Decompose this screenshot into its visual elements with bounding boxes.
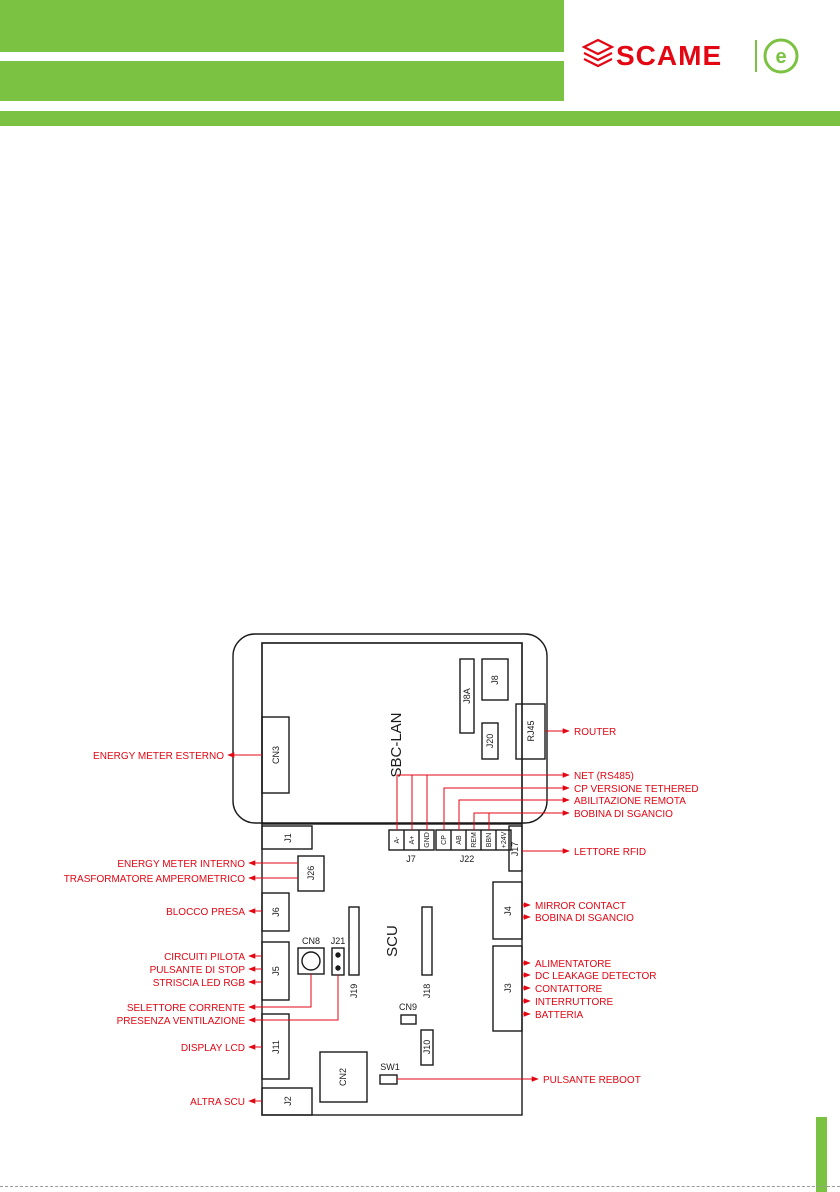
j17-connector	[508, 825, 523, 872]
j4-connector	[492, 881, 523, 940]
label-energy-meter-esterno: ENERGY METER ESTERNO	[93, 751, 224, 762]
j6-label: J6	[271, 907, 281, 917]
j22-pin-24v: +24V	[501, 831, 508, 848]
label-mirror-contact: MIRROR CONTACT	[535, 901, 626, 912]
label-altra-scu: ALTRA SCU	[190, 1097, 245, 1108]
annotation-leaders	[227, 728, 570, 1104]
cn2-connector	[319, 1051, 368, 1103]
j3-label: J3	[503, 983, 513, 993]
label-display-lcd: DISPLAY LCD	[181, 1043, 245, 1054]
j8-label: J8	[490, 675, 500, 685]
label-pulsante-reboot: PULSANTE REBOOT	[543, 1075, 641, 1086]
j19-connector	[348, 906, 360, 976]
bottom-cut-line	[0, 1186, 840, 1187]
j18-label: J18	[422, 984, 432, 999]
header-band-top	[0, 0, 564, 52]
j8a-connector	[459, 658, 475, 734]
j7-pin-gnd: GND	[424, 832, 431, 848]
label-batteria: BATTERIA	[535, 1010, 583, 1021]
j7-pin-a-minus: A-	[394, 836, 401, 844]
j21-jumper	[331, 947, 345, 976]
cn8-label: CN8	[302, 936, 320, 946]
j6-connector	[261, 892, 290, 932]
header-band-middle	[0, 61, 564, 101]
j18-connector	[421, 906, 433, 976]
label-contattore: CONTATTORE	[535, 984, 603, 995]
label-bobina-sgancio-2: BOBINA DI SGANCIO	[535, 913, 634, 924]
j10-connector	[420, 1029, 434, 1066]
e-mobility-icon	[763, 38, 799, 74]
j22-pin-bbn: BBN	[486, 833, 493, 847]
label-energy-meter-interno: ENERGY METER INTERNO	[117, 859, 245, 870]
j10-label: J10	[422, 1040, 432, 1055]
header-rule	[0, 111, 840, 126]
j22-label: J22	[460, 854, 475, 864]
sbc-lan-title: SBC-LAN	[388, 712, 405, 777]
label-interruttore: INTERRUTTORE	[535, 997, 613, 1008]
j2-label: J2	[283, 1096, 293, 1106]
sw1-button	[379, 1074, 398, 1085]
cn2-label: CN2	[338, 1068, 348, 1086]
j8a-label: J8A	[462, 688, 472, 704]
j26-label: J26	[306, 866, 316, 881]
j17-label: J17	[510, 842, 520, 857]
scu-title: SCU	[384, 925, 401, 957]
scame-logo: SCAME e	[582, 38, 799, 74]
label-abilitazione-remota: ABILITAZIONE REMOTA	[574, 796, 686, 807]
e-mark: e	[775, 46, 786, 68]
label-cp-tethered: CP VERSIONE TETHERED	[574, 784, 699, 795]
j1-label: J1	[283, 833, 293, 843]
label-net: NET (RS485)	[574, 771, 634, 782]
j4-label: J4	[503, 906, 513, 916]
label-alimentatore: ALIMENTATORE	[535, 959, 611, 970]
j21-label: J21	[331, 936, 346, 946]
cn9-connector	[400, 1014, 417, 1025]
label-selettore-corrente: SELETTORE CORRENTE	[127, 1003, 245, 1014]
label-dc-leakage: DC LEAKAGE DETECTOR	[535, 971, 657, 982]
label-bobina-sgancio-1: BOBINA DI SGANCIO	[574, 809, 673, 820]
label-lettore-rfid: LETTORE RFID	[574, 847, 646, 858]
rj45-label: RJ45	[526, 720, 536, 741]
j7-label: J7	[406, 854, 416, 864]
label-router: ROUTER	[574, 727, 616, 738]
j11-label: J11	[271, 1040, 281, 1054]
label-presenza-ventilazione: PRESENZA VENTILAZIONE	[117, 1016, 246, 1027]
j20-connector	[481, 722, 499, 760]
label-striscia-led: STRISCIA LED RGB	[153, 978, 246, 989]
j19-label: J19	[349, 984, 359, 999]
j7-pin-a-plus: A+	[409, 836, 416, 845]
j1-connector	[261, 825, 313, 850]
j26-connector	[297, 855, 325, 892]
cn9-label: CN9	[399, 1002, 417, 1012]
label-pulsante-stop: PULSANTE DI STOP	[150, 965, 246, 976]
j8-connector	[481, 658, 509, 701]
label-blocco-presa: BLOCCO PRESA	[166, 907, 245, 918]
sbc-lan-outline	[232, 633, 548, 824]
j20-label: J20	[485, 734, 495, 749]
label-trasformatore: TRASFORMATORE AMPEROMETRICO	[64, 874, 246, 885]
j22-pin-cp: CP	[441, 835, 448, 845]
page-edge-tab	[816, 1117, 827, 1192]
scame-wordmark: SCAME	[616, 40, 722, 71]
sw1-label: SW1	[380, 1062, 400, 1072]
j5-label: J5	[271, 966, 281, 976]
j5-connector	[261, 941, 290, 1001]
cn3-label: CN3	[271, 746, 281, 764]
scame-stack-icon	[582, 38, 615, 68]
j22-pin-ab: AB	[456, 835, 463, 845]
label-circuiti-pilota: CIRCUITI PILOTA	[164, 952, 245, 963]
j22-pin-rem: REM	[471, 832, 478, 848]
